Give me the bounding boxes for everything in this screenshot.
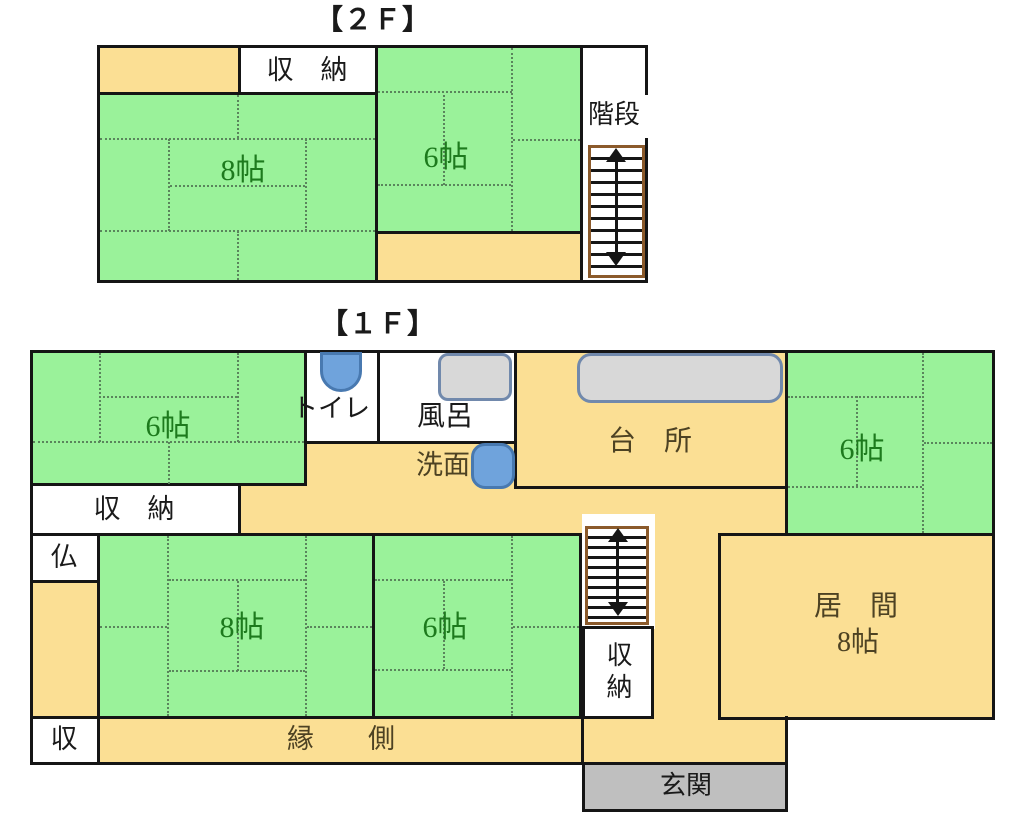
tatami-line bbox=[513, 139, 580, 141]
tatami-line bbox=[168, 139, 170, 231]
arrow-down-icon bbox=[608, 602, 628, 616]
f1-engawa-label: 縁 側 bbox=[287, 723, 395, 754]
stairs-arrow-icon bbox=[615, 160, 618, 255]
f2-closet-bottom bbox=[375, 231, 583, 283]
tatami-line bbox=[511, 48, 513, 231]
tatami-line bbox=[513, 626, 579, 628]
f1-genkan-label: 玄関 bbox=[659, 771, 712, 800]
tatami-line bbox=[924, 442, 992, 444]
tatami-line bbox=[237, 231, 239, 280]
f1-room6-tr-label: 6帖 bbox=[839, 433, 885, 466]
f2-stairs-label: 階段 bbox=[587, 100, 640, 129]
wall-segment bbox=[992, 350, 995, 720]
sink-icon bbox=[471, 443, 515, 489]
toilet-icon bbox=[320, 352, 362, 392]
f1-storage-small-label: 収 bbox=[50, 723, 78, 754]
wall-segment bbox=[645, 138, 648, 283]
f1-storage-mid-label: 収納 bbox=[603, 641, 632, 705]
arrow-up-icon bbox=[606, 148, 626, 162]
wall-segment bbox=[785, 716, 788, 765]
stairs-arrow-icon bbox=[616, 538, 619, 608]
floor-2f-title: 【２Ｆ】 bbox=[314, 5, 431, 36]
tatami-line bbox=[378, 184, 511, 186]
wall-segment bbox=[580, 280, 648, 283]
f1-room8-label: 8帖 bbox=[219, 611, 265, 644]
tatami-line bbox=[100, 138, 375, 140]
tatami-line bbox=[511, 536, 513, 716]
tatami-line bbox=[237, 95, 239, 138]
wall-segment bbox=[645, 45, 648, 95]
tatami-line bbox=[307, 626, 372, 628]
tatami-line bbox=[856, 396, 858, 486]
arrow-up-icon bbox=[608, 528, 628, 542]
wall-segment bbox=[30, 350, 33, 765]
tatami-line bbox=[305, 536, 307, 716]
tatami-line bbox=[375, 579, 511, 581]
floor-1f-title: 【１Ｆ】 bbox=[319, 309, 436, 340]
f1-storage-left-label: 収 納 bbox=[93, 493, 175, 524]
f1-room6-bottom-label: 6帖 bbox=[422, 611, 468, 644]
wall-segment bbox=[580, 45, 648, 48]
tatami-line bbox=[169, 670, 305, 672]
f1-room6-tl-label: 6帖 bbox=[145, 410, 191, 443]
tatami-line bbox=[443, 95, 445, 185]
tatami-line bbox=[788, 486, 922, 488]
tatami-line bbox=[237, 581, 239, 671]
f1-storage-small bbox=[30, 716, 100, 765]
tatami-line bbox=[167, 536, 169, 716]
tatami-line bbox=[168, 442, 170, 484]
tatami-line bbox=[922, 353, 924, 533]
tatami-line bbox=[99, 396, 237, 398]
f1-closet-left-strip bbox=[30, 580, 100, 719]
f1-engawa bbox=[97, 716, 584, 765]
arrow-down-icon bbox=[606, 252, 626, 266]
f2-storage-room bbox=[238, 45, 378, 95]
f1-butsudan-label: 仏 bbox=[50, 541, 78, 572]
tatami-line bbox=[305, 139, 307, 231]
f1-bath-label: 風呂 bbox=[416, 401, 473, 432]
f2-room6-label: 6帖 bbox=[423, 141, 469, 174]
kitchen-counter-icon bbox=[577, 353, 783, 403]
f1-storage-mid bbox=[582, 626, 654, 719]
bathtub-icon bbox=[438, 353, 512, 401]
f1-kitchen-label: 台 所 bbox=[607, 426, 692, 457]
f2-storage-label: 収 納 bbox=[266, 54, 348, 85]
tatami-line bbox=[378, 91, 512, 93]
f1-washbasin-label: 洗面 bbox=[416, 449, 470, 480]
f1-toilet-label: トイレ bbox=[291, 394, 370, 423]
tatami-line bbox=[170, 185, 305, 187]
f2-room8-label: 8帖 bbox=[220, 154, 266, 187]
tatami-line bbox=[443, 581, 445, 669]
tatami-line bbox=[169, 579, 305, 581]
tatami-line bbox=[100, 626, 167, 628]
f1-genkan bbox=[582, 762, 788, 812]
f1-living-label-line1: 居 間 bbox=[813, 591, 898, 622]
f1-living-label-line2: 8帖 bbox=[836, 627, 879, 658]
f1-living-room bbox=[718, 533, 995, 720]
wall-segment bbox=[30, 350, 995, 353]
tatami-line bbox=[375, 669, 511, 671]
wall-segment bbox=[30, 762, 585, 765]
tatami-line bbox=[237, 353, 239, 442]
